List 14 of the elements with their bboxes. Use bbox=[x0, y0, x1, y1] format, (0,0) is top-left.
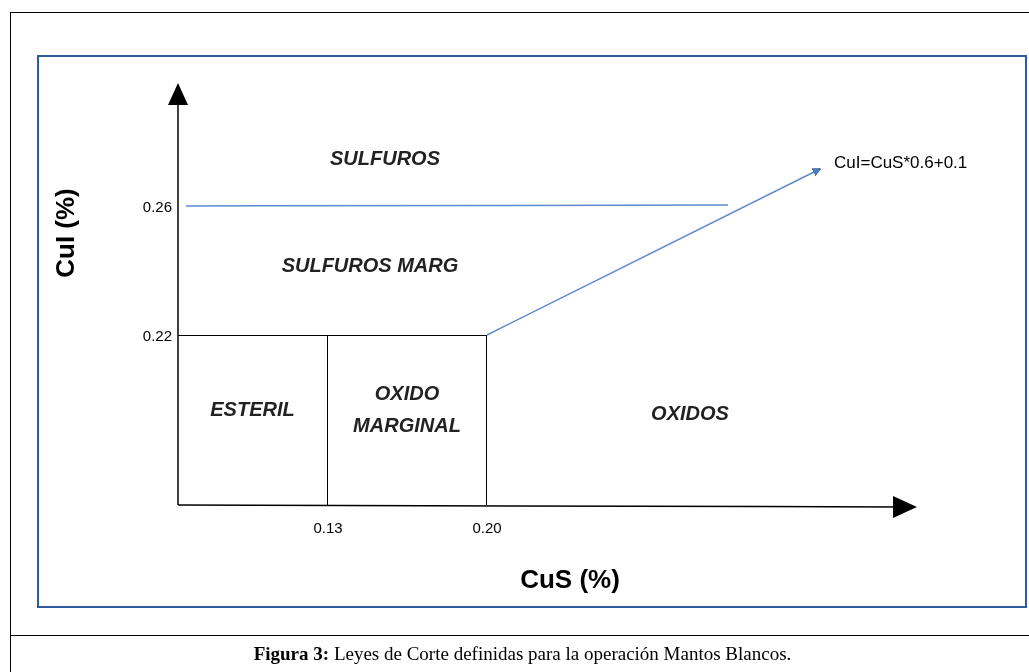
tick-label: 0.13 bbox=[312, 518, 344, 538]
formula-label: CuI=CuS*0.6+0.1 bbox=[826, 150, 1026, 176]
region-label: SULFUROS bbox=[329, 146, 441, 171]
boundary-arrow bbox=[486, 168, 822, 336]
region-box: OXIDO MARGINAL bbox=[328, 335, 487, 505]
tick-label: 0.26 bbox=[141, 197, 173, 217]
region-label: SULFUROS MARG bbox=[280, 253, 460, 278]
caption: Figura 3: Leyes de Corte definidas para la operación Mantos Blancos. bbox=[252, 642, 793, 666]
axis-title: CuI (%) bbox=[48, 187, 81, 280]
tick-label: 0.22 bbox=[141, 326, 173, 346]
region-box: ESTERIL bbox=[178, 335, 328, 505]
tick-label: 0.20 bbox=[471, 518, 503, 538]
axis-title: CuS (%) bbox=[519, 563, 621, 596]
region-label: OXIDOS bbox=[650, 401, 730, 426]
